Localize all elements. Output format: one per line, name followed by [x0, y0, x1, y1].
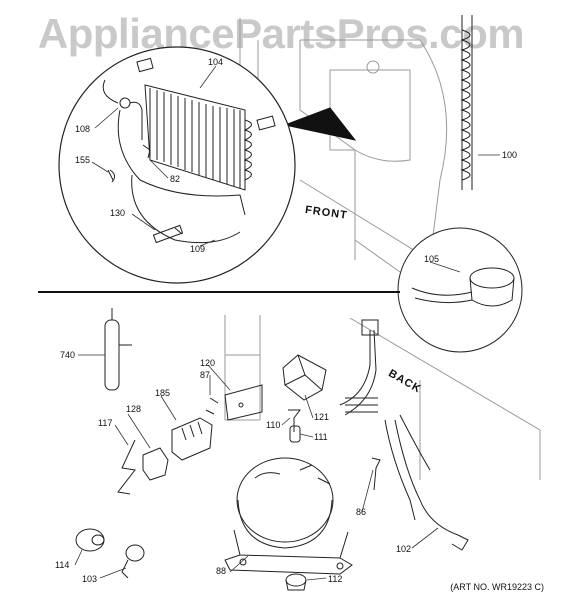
leader-lines	[74, 65, 500, 581]
callout-740: 740	[60, 350, 75, 360]
clip-155	[107, 169, 116, 183]
clamp-103	[121, 544, 145, 579]
grommet-112	[285, 573, 307, 591]
bracket-120	[224, 384, 263, 421]
label-back: BACK	[386, 367, 423, 395]
callout-108: 108	[75, 124, 90, 134]
callout-104: 104	[208, 57, 223, 67]
callout-130: 130	[110, 208, 125, 218]
callout-185: 185	[155, 388, 170, 398]
heater-109	[131, 174, 241, 244]
callout-117: 117	[98, 418, 112, 428]
screw-86	[371, 457, 381, 491]
screws-87	[205, 397, 219, 415]
callout-120: 120	[200, 358, 215, 368]
drier-740	[104, 308, 132, 391]
defrost-thermostat-108	[102, 79, 246, 216]
callout-105: 105	[424, 254, 439, 264]
screw-110	[288, 409, 301, 432]
cabinet-lower-outline	[224, 315, 541, 480]
evap-clip-left	[136, 57, 154, 73]
grommet-114	[75, 528, 105, 552]
callout-114: 114	[55, 560, 69, 570]
callout-110: 110	[266, 420, 280, 430]
overload-185	[171, 417, 213, 461]
bracket-hole	[238, 402, 244, 408]
screw-82	[142, 144, 151, 159]
callout-112: 112	[328, 574, 342, 584]
callout-87: 87	[200, 370, 210, 380]
callout-88: 88	[216, 566, 226, 576]
sleeve-111	[289, 425, 301, 443]
detail-arrow	[283, 107, 357, 141]
label-front: FRONT	[304, 204, 348, 222]
callout-128: 128	[126, 404, 141, 414]
detail-circle-105	[397, 227, 523, 353]
callout-100: 100	[502, 150, 517, 160]
callout-121: 121	[314, 412, 329, 422]
power-cord-102	[384, 414, 469, 551]
detail-leader-105	[354, 239, 401, 273]
art-number: (ART NO. WR19223 C)	[450, 582, 544, 592]
callout-86: 86	[356, 507, 366, 517]
evaporator-104	[144, 84, 252, 191]
relay-121	[282, 354, 327, 401]
clip-117	[117, 439, 136, 495]
callout-102: 102	[396, 544, 411, 554]
cover-128	[142, 447, 169, 481]
evap-clip-right	[256, 115, 276, 131]
cabinet-hole	[366, 60, 380, 74]
wire-harness	[339, 319, 379, 416]
wire-leads	[345, 397, 378, 413]
callout-111: 111	[314, 432, 328, 442]
callout-103: 103	[82, 574, 97, 584]
callout-109: 109	[190, 244, 205, 254]
compressor-88	[224, 457, 353, 575]
callout-155: 155	[75, 155, 90, 165]
callout-82: 82	[170, 174, 180, 184]
part-105	[411, 267, 515, 307]
condenser-coil-100	[460, 15, 473, 190]
